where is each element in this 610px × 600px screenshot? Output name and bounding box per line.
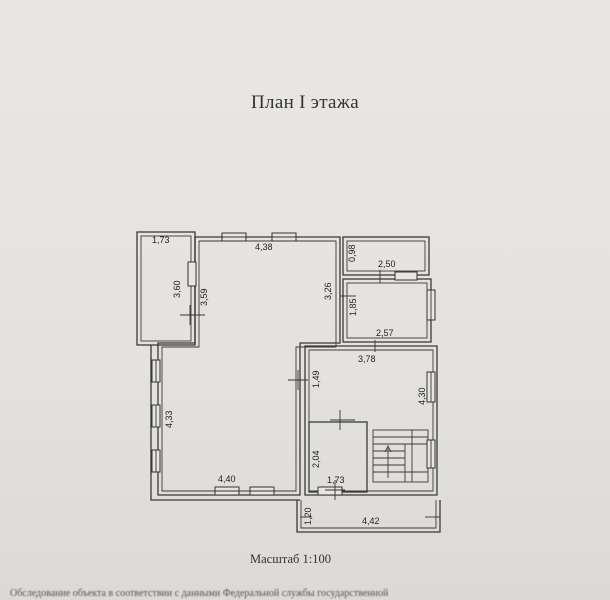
dim-label: 1,20	[303, 507, 313, 525]
dim-label: 3,59	[199, 288, 209, 306]
dim-label: 1,73	[327, 475, 345, 485]
dim-label: 4,40	[218, 474, 236, 484]
dim-label: 3,78	[358, 354, 376, 364]
dim-label: 2,57	[376, 328, 394, 338]
room-storage	[342, 236, 430, 276]
scale-label: Масштаб 1:100	[250, 552, 331, 566]
dim-label: 0,98	[347, 244, 357, 262]
footer-text: Обследование объекта в соответствии с да…	[10, 588, 389, 599]
dim-label: 1,73	[152, 235, 170, 245]
dim-label: 1,85	[348, 298, 358, 316]
dim-label: 2,50	[378, 259, 396, 269]
room-terrace	[296, 500, 441, 533]
dim-label: 4,42	[362, 516, 380, 526]
dim-label: 3,26	[323, 282, 333, 300]
dim-label: 4,33	[164, 410, 174, 428]
stairs	[372, 429, 429, 483]
dim-label: 4,30	[417, 387, 427, 405]
dim-label: 1,49	[311, 370, 321, 388]
room-porch	[136, 231, 196, 346]
room-main	[157, 236, 341, 496]
plan-title: План I этажа	[251, 92, 359, 113]
dim-label: 4,38	[255, 242, 273, 252]
dim-label: 2,04	[311, 450, 321, 468]
dim-label: 3,60	[172, 280, 182, 298]
room-hall	[304, 345, 438, 496]
